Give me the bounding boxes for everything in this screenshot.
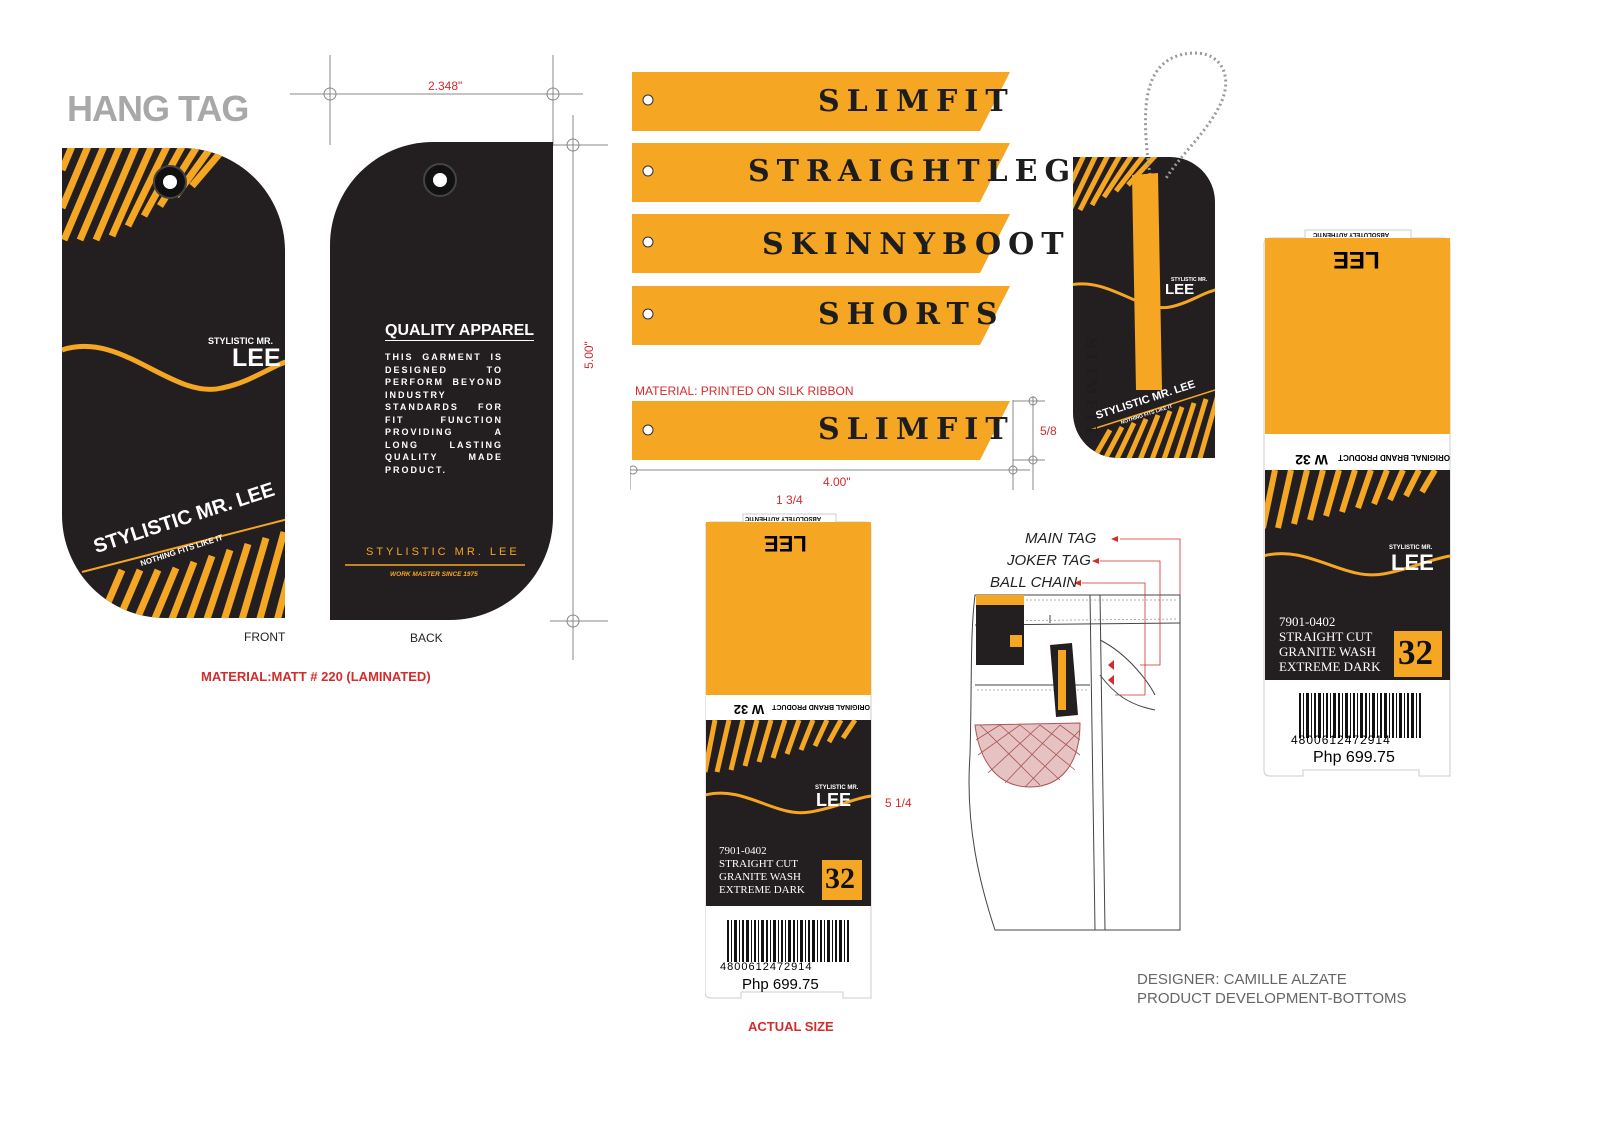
right-logo-dark: LEE <box>1391 550 1434 575</box>
right-original: ORIGINAL BRAND PRODUCT <box>1338 453 1450 462</box>
center-barcode-number: 4800612472914 <box>720 961 813 973</box>
callout-main-tag: MAIN TAG <box>1025 530 1097 547</box>
main-material-label: MATERIAL:MATT # 220 (LAMINATED) <box>201 669 431 684</box>
back-since: WORK MASTER SINCE 1975 <box>390 571 478 578</box>
jeans-sketch <box>968 536 1181 931</box>
center-product-info: 7901-0402 STRAIGHT CUT GRANITE WASH EXTR… <box>719 845 805 897</box>
ribbons-graphic <box>630 72 1045 490</box>
front-hang-tag <box>62 148 285 618</box>
callout-joker-tag: JOKER TAG <box>1007 552 1091 569</box>
designer-department: PRODUCT DEVELOPMENT-BOTTOMS <box>1137 990 1407 1007</box>
right-code: 7901-0402 <box>1279 614 1336 629</box>
right-waist: W 32 <box>1295 452 1328 468</box>
chain-tag-brand-small: STYLISTIC MR. <box>1171 277 1208 283</box>
right-line1: STRAIGHT CUT <box>1279 629 1373 644</box>
ribbon-height-dimension: 5/8 <box>1040 424 1057 438</box>
ribbon-sample-label: SLIMFIT <box>818 412 1015 447</box>
right-original-row: ORIGINAL BRAND PRODUCT W 32 <box>1270 452 1450 468</box>
ribbon-width-dimension: 4.00" <box>823 475 851 489</box>
back-body: THIS GARMENT IS DESIGNED TO PERFORM BEYO… <box>385 352 503 475</box>
right-authentic: ABSOLUTELY AUTHENTIC <box>1313 231 1390 237</box>
back-caption: BACK <box>410 631 443 645</box>
right-price: Php 699.75 <box>1313 749 1395 766</box>
designer-name: DESIGNER: CAMILLE ALZATE <box>1137 971 1347 988</box>
right-product-info: 7901-0402 STRAIGHT CUT GRANITE WASH EXTR… <box>1279 614 1380 674</box>
right-barcode-number: 4800612472914 <box>1291 733 1391 747</box>
center-size: 32 <box>825 862 855 895</box>
center-logo: LEE <box>764 531 807 556</box>
center-authentic: ABSOLUTELY AUTHENTIC <box>745 515 822 521</box>
center-waist: W 32 <box>733 702 765 717</box>
actual-size-label: ACTUAL SIZE <box>748 1019 834 1034</box>
center-logo-small: STYLISTIC MR. <box>815 785 859 791</box>
chain-tag-ribbon-label: SLIMFIT <box>1082 338 1100 440</box>
right-size: 32 <box>1398 633 1433 672</box>
height-dimension: 5.00" <box>581 341 596 369</box>
right-line2: GRANITE WASH <box>1279 644 1376 659</box>
chain-tag-logo: LEE <box>1165 281 1195 298</box>
width-dimension: 2.348" <box>428 79 463 93</box>
card-height-dimension: 5 1/4 <box>885 796 912 810</box>
center-line1: STRAIGHT CUT <box>719 858 798 870</box>
center-code: 7901-0402 <box>719 845 767 857</box>
card-width-dimension: 1 3/4 <box>776 493 803 507</box>
center-line3: EXTREME DARK <box>719 884 805 896</box>
ribbon-label-1: SLIMFIT <box>818 84 1015 119</box>
center-price: Php 699.75 <box>742 976 819 993</box>
front-brand-small: STYLISTIC MR. <box>208 336 273 346</box>
right-line3: EXTREME DARK <box>1279 659 1381 674</box>
tag-with-chain <box>1073 51 1228 458</box>
front-caption: FRONT <box>244 630 286 644</box>
ribbon-material-label: MATERIAL: PRINTED ON SILK RIBBON <box>635 384 854 398</box>
designer-info: DESIGNER: CAMILLE ALZATE PRODUCT DEVELOP… <box>1137 970 1406 1008</box>
ribbon-label-4: SHORTS <box>818 297 1005 332</box>
back-heading: QUALITY APPAREL <box>385 322 535 341</box>
ribbon-label-3: SKINNYBOOT <box>762 227 1071 262</box>
price-tag-center <box>705 513 872 999</box>
center-logo-dark: LEE <box>816 790 852 810</box>
front-brand-logo: LEE <box>232 344 281 372</box>
right-logo: LEE <box>1333 246 1380 273</box>
right-logo-small: STYLISTIC MR. <box>1389 545 1433 551</box>
callout-ball-chain: BALL CHAIN <box>990 574 1078 591</box>
center-original-row: ORIGINAL BRAND PRODUCT W 32 <box>710 702 870 717</box>
price-tag-right <box>1263 229 1451 777</box>
ribbon-label-2: STRAIGHTLEG <box>748 154 1078 189</box>
back-brand-line: STYLISTIC MR. LEE <box>366 546 520 558</box>
back-hang-tag <box>290 55 608 660</box>
page-title: HANG TAG <box>67 88 249 129</box>
center-original: ORIGINAL BRAND PRODUCT <box>772 703 870 710</box>
center-line2: GRANITE WASH <box>719 871 801 883</box>
